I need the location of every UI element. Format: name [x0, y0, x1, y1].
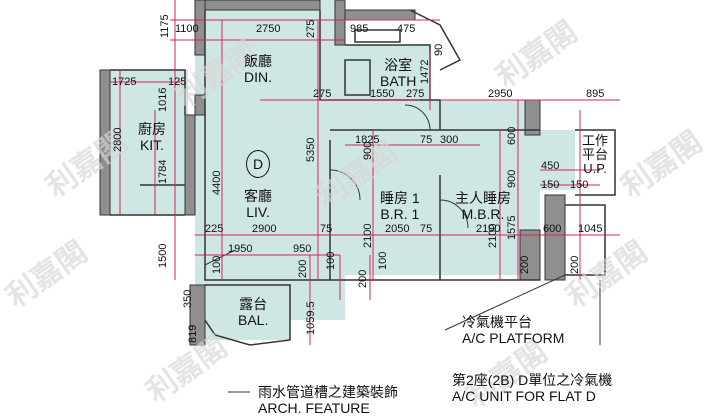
- dim-label: 275: [406, 88, 425, 100]
- dim-label: 1016: [157, 87, 169, 112]
- dim-label: 1175: [159, 14, 171, 38]
- dim-label: 1472: [419, 59, 431, 84]
- dim-label: 75: [320, 223, 333, 235]
- dim-label: 600: [506, 126, 518, 145]
- dim-label: 100: [325, 251, 337, 270]
- dim-label: 1045: [578, 223, 603, 235]
- dim-label: 4400: [211, 170, 223, 195]
- unit-marker: D: [246, 150, 270, 178]
- dim-label: 985: [350, 23, 369, 35]
- dim-label: 1500: [157, 243, 169, 268]
- dim-label: 950: [293, 243, 312, 255]
- dim-label: 200: [519, 255, 531, 274]
- dim-label: 819: [187, 324, 199, 343]
- dim-label: 895: [586, 88, 605, 100]
- dim-label: 1575: [506, 215, 518, 240]
- dim-label: 150: [570, 179, 589, 191]
- arch-feature-note: 雨水管道槽之建築裝飾 ARCH. FEATURE: [258, 384, 398, 416]
- dim-label: 1950: [228, 243, 253, 255]
- floor-plan: [99, 0, 620, 393]
- dim-label: 75: [420, 134, 433, 146]
- dim-label: 75: [420, 223, 433, 235]
- dim-label: 475: [397, 23, 416, 35]
- dim-label: 450: [541, 160, 560, 172]
- walls: [99, 0, 566, 346]
- dim-label: 125: [168, 76, 187, 88]
- ac-unit-note: 第2座(2B) D單位之冷氣機 A/C UNIT FOR FLAT D: [452, 372, 613, 404]
- dim-label: 300: [440, 134, 459, 146]
- dim-label: 2100: [362, 223, 374, 248]
- ac-platform-note: 冷氣機平台 A/C PLATFORM: [462, 314, 565, 346]
- dim-label: 2750: [256, 23, 281, 35]
- dim-label: 2800: [112, 127, 124, 152]
- ac-leader-lines: [228, 274, 601, 393]
- dim-label: 2950: [488, 88, 513, 100]
- dim-label: 200: [569, 255, 581, 274]
- dim-label: 1784: [157, 159, 169, 184]
- dimension-lines: [110, 0, 620, 345]
- dim-label: 150: [541, 179, 560, 191]
- dim-label: 1825: [355, 134, 380, 146]
- dim-label: 100: [377, 251, 389, 270]
- dim-label: 1059.5: [305, 301, 317, 335]
- dim-label: 2900: [252, 223, 277, 235]
- dim-label: 275: [313, 88, 332, 100]
- dim-label: 275: [305, 19, 317, 38]
- dim-label: 100: [211, 255, 223, 274]
- dim-label: 200: [357, 269, 369, 288]
- dim-label: 900: [506, 169, 518, 188]
- dim-label: 1725: [112, 76, 137, 88]
- dim-label: 900: [362, 141, 374, 160]
- dim-label: 2050: [385, 223, 410, 235]
- dim-label: 350: [182, 289, 194, 308]
- dim-label: 5350: [305, 137, 317, 162]
- dim-label: 2100: [476, 223, 501, 235]
- dim-label: 1100: [175, 23, 199, 35]
- dim-label: 1550: [370, 88, 395, 100]
- dim-label: 225: [205, 223, 224, 235]
- dim-label: 2100: [487, 223, 499, 248]
- dim-label: 200: [297, 259, 309, 278]
- dim-label: 90: [433, 43, 445, 56]
- dim-label: 600: [543, 223, 562, 235]
- door-swings: [204, 104, 469, 266]
